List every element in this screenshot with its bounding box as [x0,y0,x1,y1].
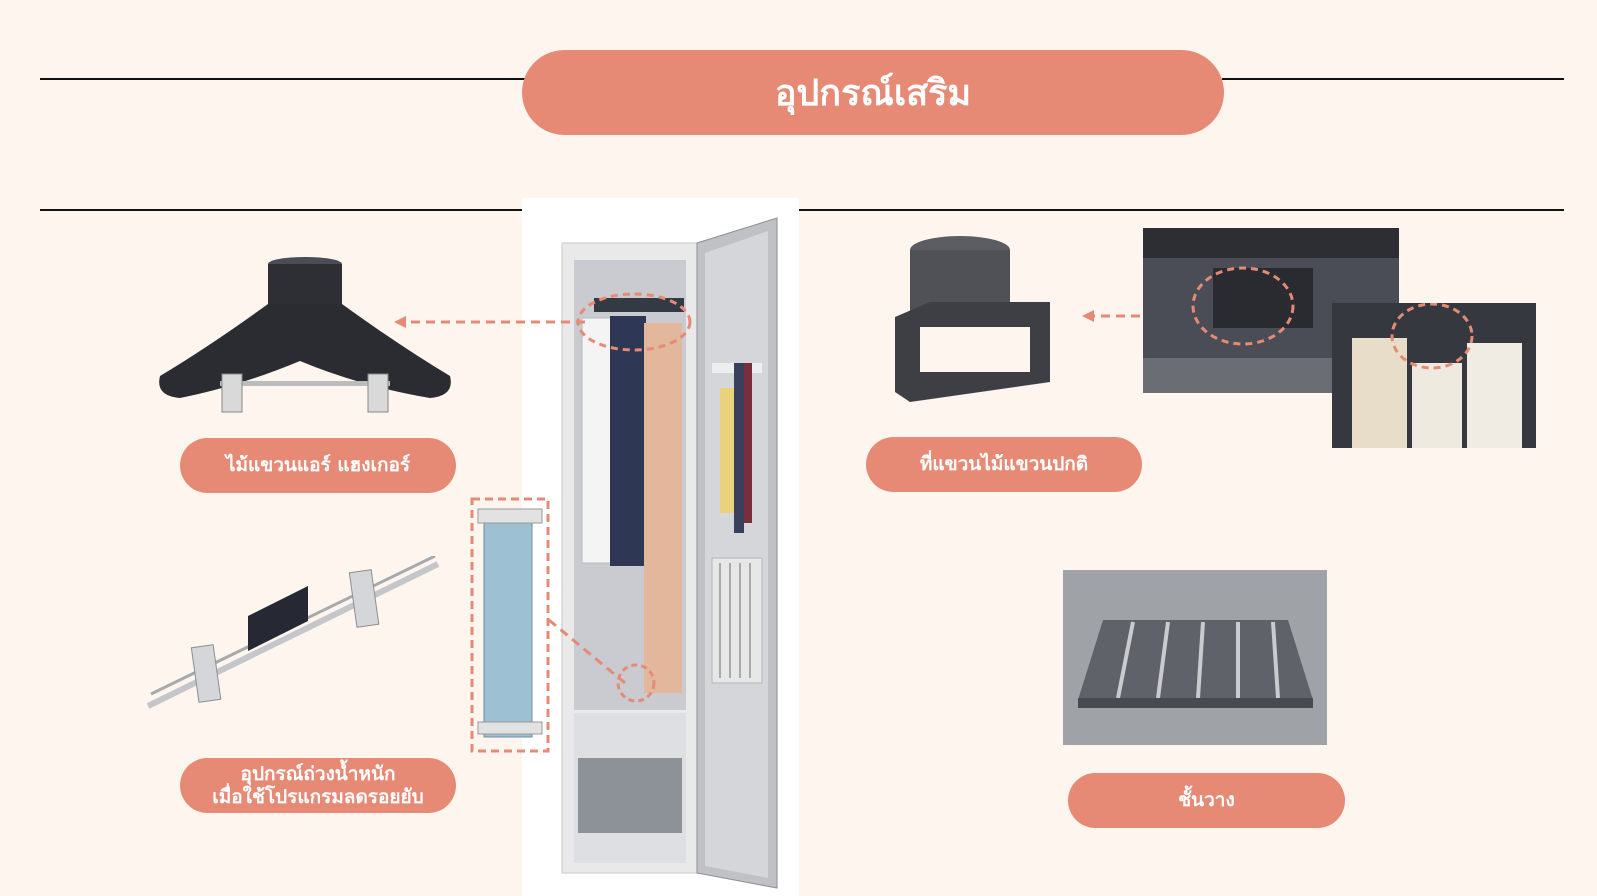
top-rule-right [1222,78,1564,80]
air-hanger-icon [159,257,451,413]
shelf-icon [1063,570,1327,745]
weight-hanger-icon [146,556,440,709]
label-weight-hanger-line2: เมื่อใช้โปรแกรมลดรอยยับ [212,785,424,808]
hanger-holder-icon [895,236,1050,402]
label-shelf-text: ชั้นวาง [1178,789,1235,811]
label-hanger-holder: ที่แขวนไม้แขวนปกติ [866,437,1142,492]
label-hanger-holder-text: ที่แขวนไม้แขวนปกติ [919,453,1089,475]
label-weight-hanger: อุปกรณ์ถ่วงน้ำหนัก เมื่อใช้โปรแกรมลดรอยย… [180,758,456,813]
label-shelf: ชั้นวาง [1068,773,1345,828]
shelf-image [1063,570,1327,745]
interior-photo-bottom [1332,303,1536,448]
weight-hanger-image [143,556,443,726]
weight-hanger-detail [470,497,550,753]
label-air-hanger: ไม้แขวนแอร์ แฮงเกอร์ [180,438,456,493]
mid-rule-right [795,209,1564,211]
hanger-holder-image [890,232,1065,412]
air-hanger-image [150,256,460,421]
mid-rule-left [40,209,525,211]
wardrobe-icon [561,217,778,889]
page-title: อุปกรณ์เสริม [522,50,1224,135]
wardrobe-image [522,198,799,896]
top-rule-left [40,78,525,80]
label-air-hanger-text: ไม้แขวนแอร์ แฮงเกอร์ [225,454,411,476]
label-weight-hanger-line1: อุปกรณ์ถ่วงน้ำหนัก [240,762,396,785]
